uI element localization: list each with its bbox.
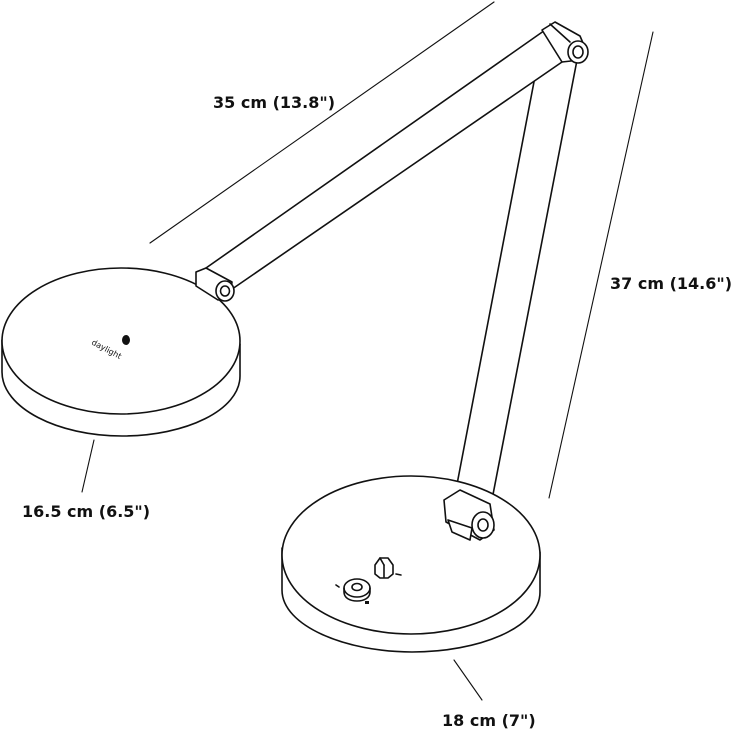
arm-length-label: 35 cm (13.8"): [213, 93, 335, 112]
power-button-mark-bottom: [365, 601, 369, 604]
power-button[interactable]: [343, 578, 371, 602]
power-button-mark-left: [335, 584, 340, 588]
bulb-icon: [122, 335, 130, 345]
arm-length-dimension-line: [149, 1, 495, 244]
arm-height-label: 37 cm (14.6"): [610, 274, 732, 293]
dimmer-knob[interactable]: [374, 557, 394, 579]
head-diameter-dimension-line: [81, 439, 95, 493]
arm-height-dimension-line: [548, 31, 654, 499]
dimmer-knob-mark: [395, 573, 402, 576]
base-joint: [443, 489, 495, 541]
base-diameter-label: 18 cm (7"): [442, 711, 536, 730]
head-diameter-label: 16.5 cm (6.5"): [22, 502, 150, 521]
base-diameter-dimension-line: [453, 659, 483, 701]
lamp-head: [1, 267, 241, 437]
lamp-base: [281, 475, 541, 653]
top-joint: [541, 21, 589, 64]
head-joint: [195, 267, 235, 302]
